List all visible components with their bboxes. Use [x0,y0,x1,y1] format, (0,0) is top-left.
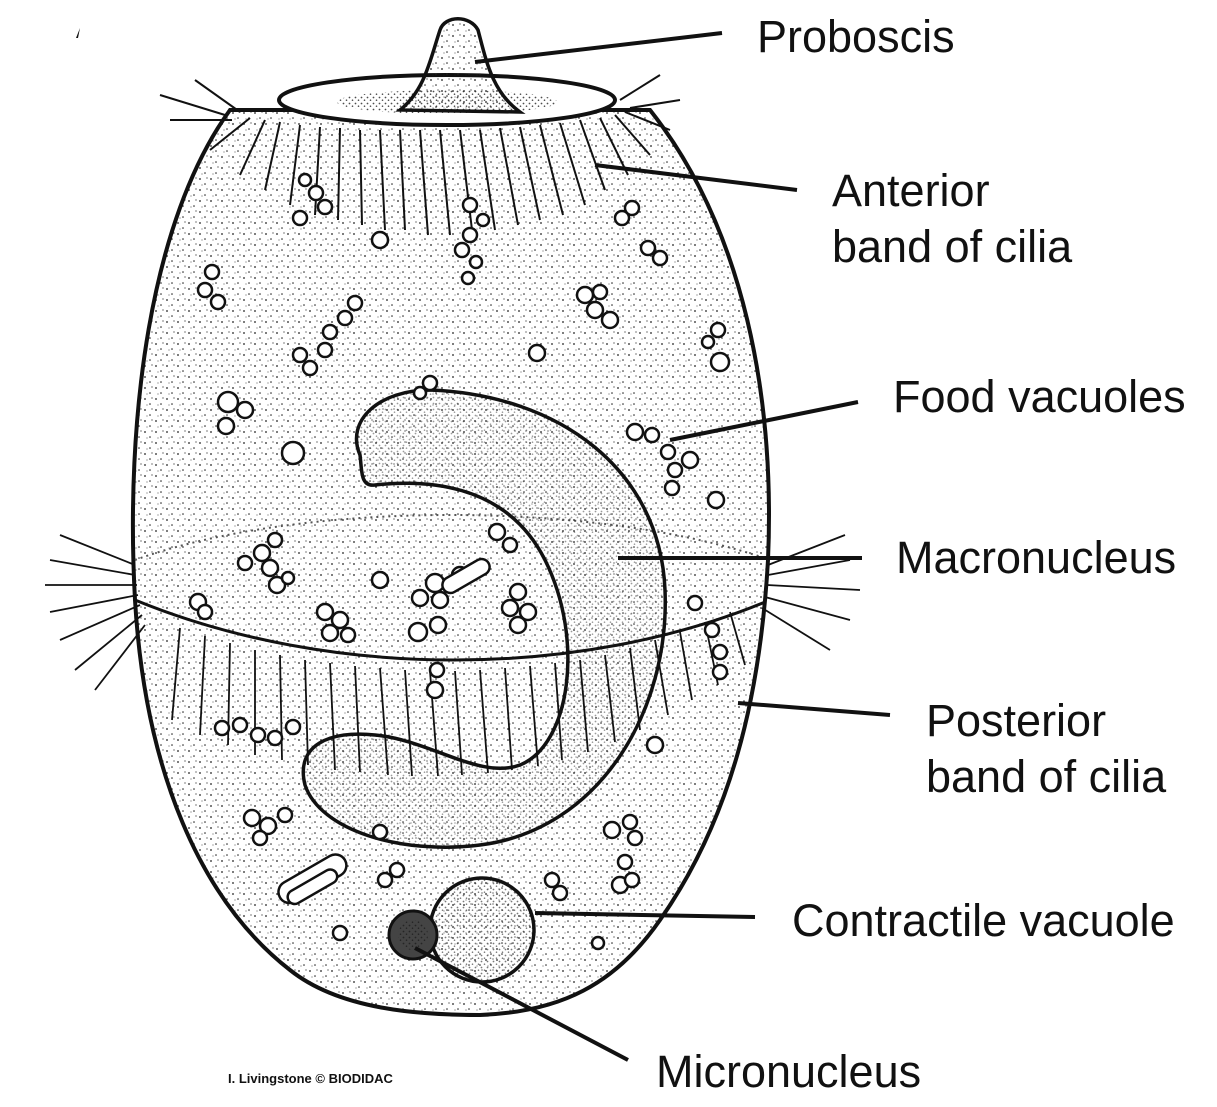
micronucleus-shape [387,909,439,961]
label-anterior-line1: Anterior [832,165,990,216]
label-anterior-line2: band of cilia [832,221,1073,272]
macronucleus-shape [301,388,667,849]
leader-food-vacuoles [669,400,859,442]
label-micronucleus: Micronucleus [656,1046,922,1097]
label-food-vacuoles: Food vacuoles [893,371,1186,422]
leader-lines [414,31,891,1062]
proboscis-shape [395,17,526,114]
leader-posterior-cilia [737,701,891,717]
food-vacuoles [188,172,731,951]
leader-proboscis [474,31,723,64]
credit-text: I. Livingstone © BIODIDAC [228,1071,393,1086]
leader-micronucleus [414,946,629,1062]
food-particles [277,557,491,906]
contractile-vacuole-shape [428,876,536,984]
label-proboscis: Proboscis [757,11,955,62]
label-posterior-line2: band of cilia [926,751,1167,802]
label-posterior-line1: Posterior [926,695,1107,746]
cell-body [130,108,771,1018]
anterior-cilia [159,74,681,236]
label-macronucleus: Macronucleus [896,532,1177,583]
label-contractile-vacuole: Contractile vacuole [792,895,1175,946]
leader-contractile-vacuole [534,911,756,919]
leader-anterior-cilia [594,163,798,192]
